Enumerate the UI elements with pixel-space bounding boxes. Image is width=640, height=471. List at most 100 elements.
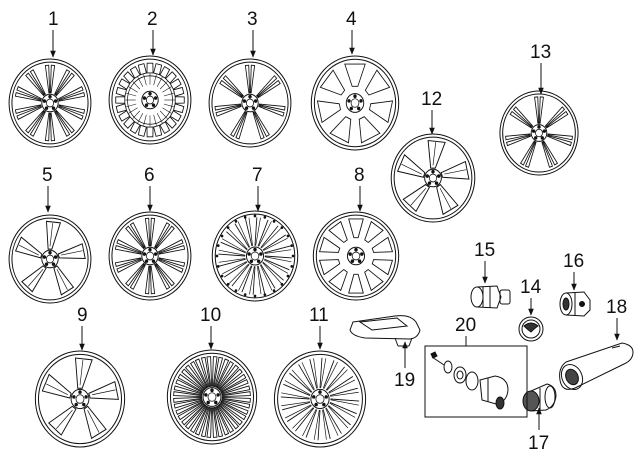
spoke	[88, 381, 119, 400]
spoke	[189, 360, 208, 389]
spoke	[154, 222, 171, 249]
spoke	[215, 406, 230, 436]
spoke	[226, 231, 248, 251]
spoke	[25, 72, 45, 97]
vent	[153, 63, 163, 76]
spoke	[309, 359, 318, 389]
lug-hole	[253, 247, 257, 252]
vent	[129, 121, 141, 135]
lug-hole	[244, 106, 249, 110]
spoke	[509, 110, 533, 129]
spoke	[283, 383, 311, 397]
spoke	[330, 398, 360, 402]
spoke	[218, 253, 246, 257]
lug-hole	[151, 103, 156, 107]
spoke	[53, 265, 75, 296]
spoke	[252, 266, 256, 295]
rim-bolt	[263, 215, 267, 219]
rib	[159, 81, 168, 90]
spoke	[249, 266, 255, 295]
lug-hole	[214, 400, 218, 405]
spoke	[177, 373, 205, 393]
spoke-window	[348, 218, 364, 239]
hub	[41, 249, 59, 269]
spoke-ridge	[56, 409, 73, 430]
lug-hole	[360, 252, 364, 256]
spoke	[545, 110, 569, 129]
lug-hole	[256, 259, 261, 264]
wheel-8	[312, 211, 400, 301]
label-20: 20	[455, 315, 476, 336]
spoke	[253, 110, 270, 138]
lug-hole	[322, 402, 326, 407]
tpms-sensor-19	[349, 315, 421, 347]
spoke	[329, 401, 357, 415]
spoke	[264, 249, 292, 254]
spoke	[57, 243, 86, 259]
spoke	[538, 96, 544, 124]
spoke	[330, 391, 359, 397]
rim-bolt	[220, 274, 224, 278]
wheel-face	[41, 357, 119, 440]
spoke	[219, 258, 246, 267]
callout-labels: 1 2 3 4 5 6 7 8 9 10 11 12 13 14 15 16 1…	[42, 9, 627, 454]
spoke-ridge	[18, 244, 39, 256]
spoke-window	[329, 116, 352, 144]
hub-center	[45, 98, 55, 108]
lug-hole	[84, 395, 88, 399]
lug-hole	[206, 400, 210, 405]
spoke	[218, 368, 243, 391]
label-7: 7	[252, 165, 263, 186]
hub	[141, 90, 159, 110]
spoke	[325, 366, 345, 391]
spoke	[325, 408, 339, 436]
rim-bolt	[253, 294, 257, 298]
lug-hole	[359, 99, 363, 103]
spoke	[206, 407, 213, 438]
spoke-window	[358, 116, 381, 144]
inner-ring	[127, 75, 173, 125]
spoke	[234, 223, 250, 248]
spoke	[25, 109, 45, 134]
spoke	[44, 64, 51, 94]
spoke	[264, 255, 292, 259]
lug-hole	[74, 402, 78, 407]
spoke	[158, 239, 184, 254]
vent	[159, 121, 171, 135]
spoke	[184, 404, 207, 430]
spoke-ridge	[87, 409, 100, 433]
wheel-2	[108, 55, 192, 145]
lug-hole	[216, 393, 220, 397]
spoke	[214, 103, 242, 111]
spoke	[301, 362, 315, 390]
spoke	[281, 392, 310, 399]
spoke	[231, 264, 250, 287]
spoke	[219, 79, 243, 99]
spoke-window	[364, 268, 384, 292]
wheel-rim-inner	[111, 214, 189, 298]
spoke	[58, 86, 84, 101]
hub-center	[245, 98, 255, 108]
spoke	[220, 241, 246, 254]
spoke-ridge	[439, 188, 452, 209]
spoke	[14, 236, 43, 259]
spoke	[402, 183, 430, 213]
lug-hole	[350, 259, 355, 263]
vent	[123, 71, 135, 84]
spoke-ridge	[79, 359, 84, 386]
spoke	[58, 92, 86, 102]
label-15: 15	[474, 240, 495, 261]
spoke	[328, 405, 351, 426]
spoke	[313, 358, 318, 389]
wheel-rim-inner	[393, 136, 473, 220]
label-12: 12	[421, 89, 442, 110]
spoke	[322, 409, 331, 439]
lug-hole	[72, 395, 76, 399]
spoke	[16, 86, 42, 101]
wheel-1	[8, 58, 92, 148]
lug-hole	[324, 395, 328, 399]
spoke	[320, 358, 327, 389]
lug-hole	[248, 94, 252, 99]
wheel-rim-inner	[11, 217, 89, 301]
